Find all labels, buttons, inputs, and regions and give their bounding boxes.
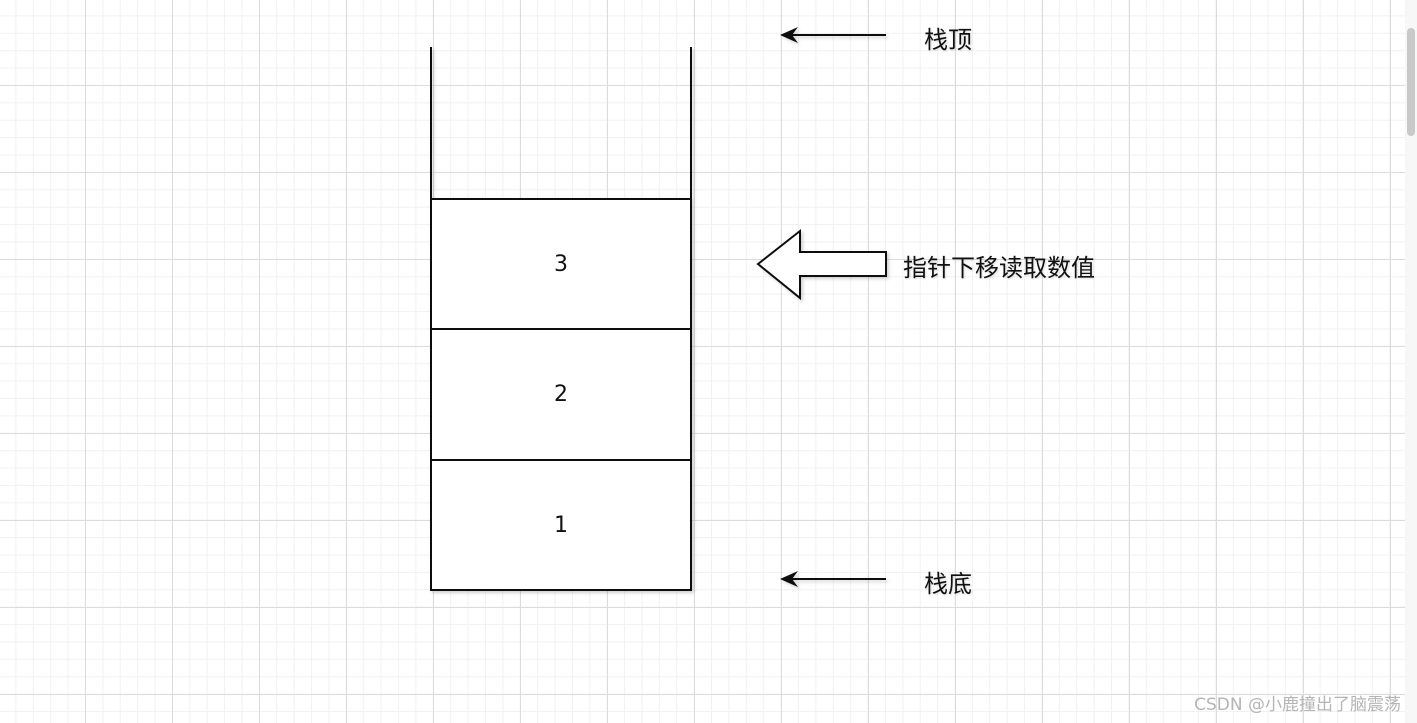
- stack-cell-box-2: [430, 328, 692, 461]
- stack-cell-1: 1: [554, 512, 568, 538]
- stack-bottom-arrow: [780, 571, 886, 587]
- stack-cell-2: 2: [554, 382, 568, 407]
- pointer-arrow: [756, 228, 887, 301]
- stack-cell-3: 3: [554, 251, 568, 277]
- pointer-label: 指针下移读取数值: [903, 254, 1095, 282]
- stack-top-arrow: [780, 27, 886, 43]
- stack-bottom-label: 栈底: [924, 570, 972, 598]
- vertical-scrollbar[interactable]: [1405, 0, 1417, 723]
- stack-cell-box-3: [430, 198, 692, 330]
- watermark: CSDN @小鹿撞出了脑震荡: [1194, 695, 1401, 715]
- stack-container: [430, 47, 692, 591]
- stack-top-label: 栈顶: [924, 26, 972, 54]
- scrollbar-thumb[interactable]: [1407, 28, 1415, 136]
- stack-cell-box-1: [430, 459, 692, 591]
